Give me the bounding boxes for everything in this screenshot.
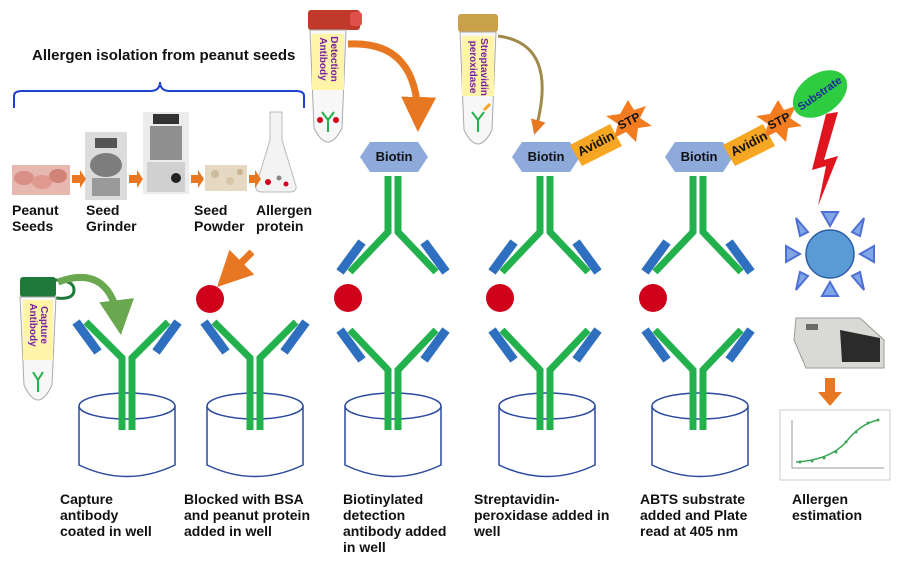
sandwich-3: [334, 142, 450, 430]
arrow-allergen-to-well: [217, 249, 255, 287]
allergen-protein: [334, 284, 362, 312]
well-2: [206, 392, 304, 478]
avidin-tag: [723, 124, 775, 166]
blender-photo: [143, 112, 189, 194]
sun-icon: [785, 211, 875, 297]
page-title: Allergen isolation from peanut seeds: [32, 47, 296, 64]
standard-curve-graph: [779, 409, 891, 481]
curved-arrow-streptavidin: [497, 34, 546, 135]
seed-grinder-photo: [85, 132, 127, 200]
plate-reader: [793, 317, 885, 369]
allergen-protein: [486, 284, 514, 312]
isolation-step-label: Seed Powder: [194, 202, 245, 234]
stage-caption: Capture antibody coated in well: [60, 491, 152, 539]
stage-caption: Blocked with BSA and peanut protein adde…: [184, 491, 310, 539]
biotin-tag: [360, 142, 428, 172]
isolation-bracket: [13, 81, 305, 108]
arrow-down-to-graph: [818, 378, 842, 406]
isolation-arrows: [72, 170, 261, 188]
sandwich-4: [486, 100, 652, 430]
biotin-tag: [665, 142, 733, 172]
stp-star: [606, 100, 652, 142]
streptavidin-peroxidase-tube: [458, 14, 498, 145]
capture-antibody-tube: [19, 277, 76, 401]
detection-antibody-tube: [308, 10, 362, 143]
capture-antibody-tube-label: Capture Antibody: [27, 303, 49, 347]
stage-caption: Biotinylated detection antibody added in…: [343, 491, 447, 555]
curved-arrow-detection: [347, 40, 437, 132]
stage-caption: Streptavidin- peroxidase added in well: [474, 491, 610, 539]
streptavidin-tube-label: Streptavidin peroxidase: [467, 38, 489, 96]
curved-arrow-capture: [56, 273, 134, 335]
biotin-tag: [512, 142, 580, 172]
seed-powder-photo: [205, 165, 247, 191]
stage-caption: ABTS substrate added and Plate read at 4…: [640, 491, 748, 539]
isolation-step-label: Seed Grinder: [86, 202, 137, 234]
biotin-label: Biotin: [680, 149, 718, 164]
capture-antibody-1: [72, 319, 182, 430]
well-1: [78, 392, 176, 478]
stp-star: [756, 100, 802, 142]
flask-photo: [255, 111, 297, 193]
avidin-tag: [570, 124, 622, 166]
lightning-bolt: [812, 112, 838, 206]
wells: [78, 392, 749, 478]
detection-antibody-tube-label: Detection Antibody: [317, 36, 339, 82]
isolation-step-label: Allergen protein: [256, 202, 313, 234]
allergen-protein: [196, 285, 224, 313]
peanut-seeds-photo: [12, 165, 70, 195]
sandwich-5: [639, 70, 848, 430]
biotin-label: Biotin: [375, 149, 413, 164]
isolation-step-label: Peanut Seeds: [12, 202, 59, 234]
allergen-protein: [639, 284, 667, 312]
capture-antibody-2: [196, 285, 310, 430]
substrate-blob: [792, 70, 848, 118]
final-step-caption: Allergen estimation: [792, 491, 863, 523]
biotin-label: Biotin: [527, 149, 565, 164]
well-3: [344, 392, 442, 478]
